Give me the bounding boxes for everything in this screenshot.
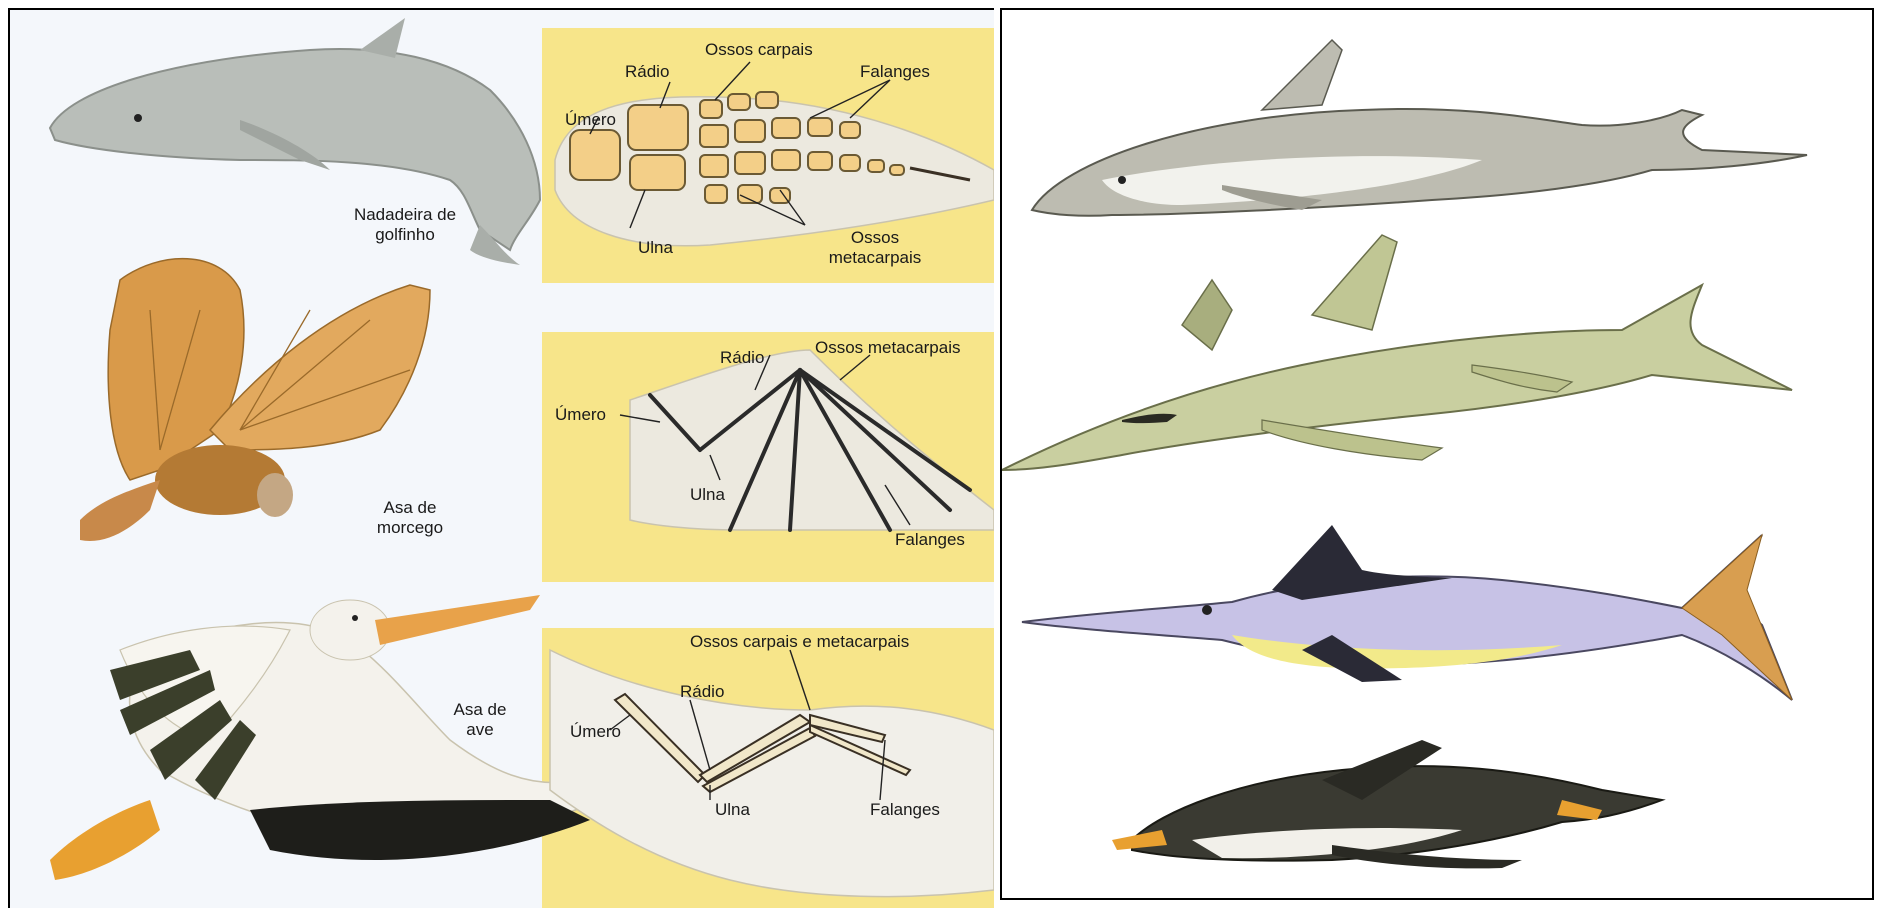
bat-radio-label: Rádio	[720, 348, 764, 368]
dolphin-side-illustration	[1032, 40, 1807, 216]
homology-illustration	[10, 10, 994, 908]
swordfish-illustration	[1022, 525, 1792, 700]
penguin-illustration	[1112, 740, 1662, 868]
convergence-panel	[1000, 8, 1874, 900]
bird-caption-line1: Asa de	[440, 700, 520, 720]
convergence-illustration	[1002, 10, 1872, 898]
dolphin-caption-line1: Nadadeira de	[330, 205, 480, 225]
bat-caption-line2: morcego	[355, 518, 465, 538]
bird-umero-label: Úmero	[570, 722, 621, 742]
dolphin-caption-line2: golfinho	[330, 225, 480, 245]
bat-caption-line1: Asa de	[355, 498, 465, 518]
bird-falanges-label: Falanges	[870, 800, 940, 820]
bat-caption: Asa de morcego	[355, 498, 465, 538]
ichthyosaur-illustration	[1002, 235, 1792, 470]
bat-umero-label: Úmero	[555, 405, 606, 425]
dolphin-umero-label: Úmero	[565, 110, 616, 130]
dolphin-metacarpais-label: Ossos metacarpais	[805, 228, 945, 268]
bird-carpais-metacarpais-label: Ossos carpais e metacarpais	[690, 632, 909, 652]
homology-panel: Úmero Rádio Ossos carpais Falanges Ulna …	[8, 8, 994, 908]
bird-caption-line2: ave	[440, 720, 520, 740]
dolphin-metacarpais-line1: Ossos	[805, 228, 945, 248]
bat-ulna-label: Ulna	[690, 485, 725, 505]
bird-ulna-label: Ulna	[715, 800, 750, 820]
dolphin-ulna-label: Ulna	[638, 238, 673, 258]
bat-falanges-label: Falanges	[895, 530, 965, 550]
bird-radio-label: Rádio	[680, 682, 724, 702]
dolphin-caption: Nadadeira de golfinho	[330, 205, 480, 245]
dolphin-carpais-label: Ossos carpais	[705, 40, 813, 60]
bat-metacarpais-label: Ossos metacarpais	[815, 338, 961, 358]
dolphin-falanges-label: Falanges	[860, 62, 930, 82]
dolphin-metacarpais-line2: metacarpais	[805, 248, 945, 268]
bird-caption: Asa de ave	[440, 700, 520, 740]
dolphin-radio-label: Rádio	[625, 62, 669, 82]
